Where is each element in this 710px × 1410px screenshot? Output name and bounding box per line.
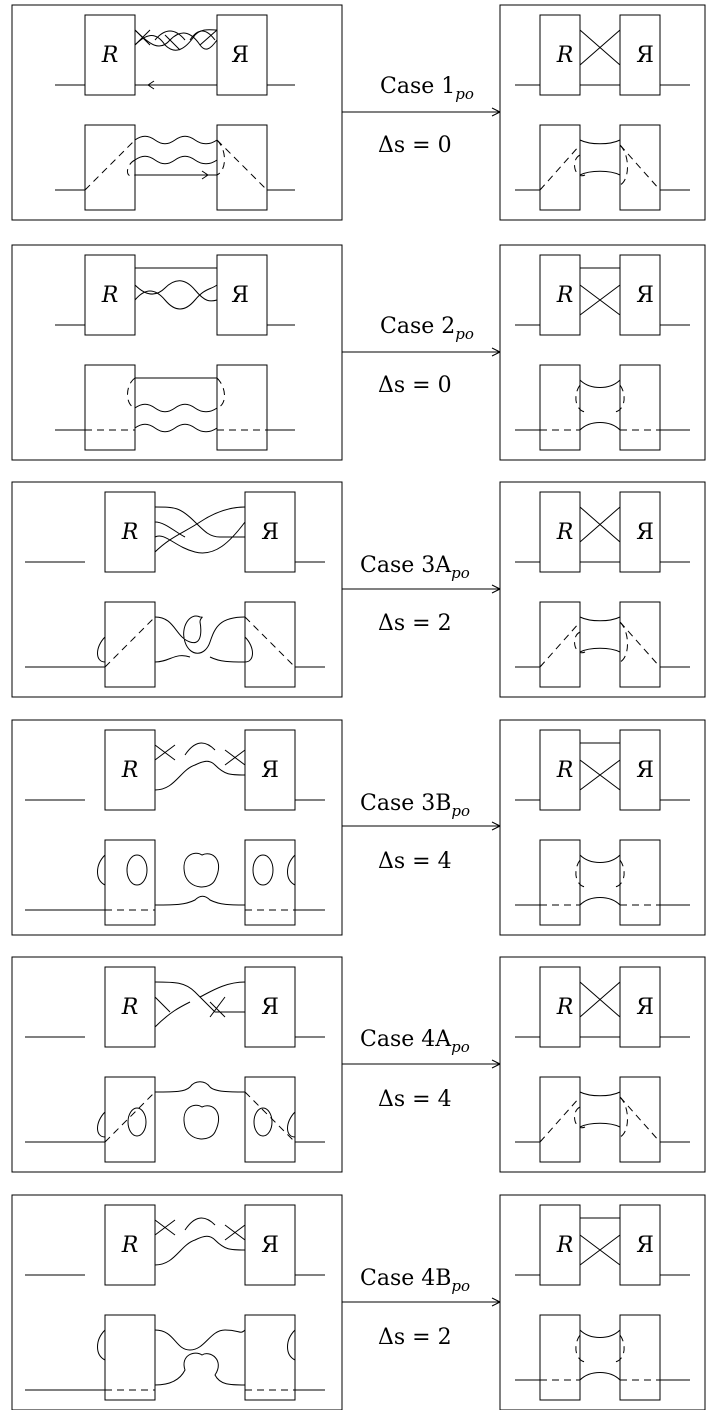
r-mirror-label: Я [636, 520, 654, 545]
case-subscript: po [455, 85, 474, 103]
svg-text:Case 3Bpo: Case 3Bpo [360, 791, 470, 820]
r-label: R [121, 758, 139, 783]
r-mirror-label: Я [636, 43, 654, 68]
r-mirror-box [216, 14, 268, 96]
delta-label: Δs = 0 [378, 373, 452, 398]
case-subscript: po [455, 325, 474, 343]
case-subscript: po [451, 1038, 470, 1056]
box-labels: R Я R Я R Я R Я R Я R Я R Я R Я R Я R Я R Я R Я [101, 43, 654, 1258]
r-mirror-label: Я [261, 995, 279, 1020]
case-subscript: po [451, 1277, 470, 1295]
case-subscript: po [451, 802, 470, 820]
r-mirror-label: Я [636, 758, 654, 783]
case-row-4: Case 3Bpo Δs = 4 [11, 719, 706, 936]
case-label: Case 4A [360, 1027, 452, 1052]
case-row-3: Case 3Apo Δs = 2 [11, 481, 706, 698]
case-label: Case 1 [380, 74, 455, 99]
r-label: R [556, 283, 574, 308]
delta-label: Δs = 4 [378, 1087, 452, 1112]
case-row-2: Case 2po Δs = 0 [11, 244, 706, 461]
r-mirror-label: Я [261, 758, 279, 783]
r-mirror-label: Я [636, 995, 654, 1020]
r-label: R [101, 283, 119, 308]
r-mirror-label: Я [636, 1233, 654, 1258]
r-mirror-label: Я [261, 1233, 279, 1258]
r-label: R [556, 758, 574, 783]
r-mirror-label: Я [636, 283, 654, 308]
r-label: R [121, 1233, 139, 1258]
svg-text:Case 2po: Case 2po [380, 314, 474, 343]
left-frame [11, 4, 343, 221]
r-label: R [556, 43, 574, 68]
right-frame [499, 4, 706, 221]
svg-text:Case 3Apo: Case 3Apo [360, 553, 470, 582]
case-label: Case 2 [380, 314, 455, 339]
case-row-1: Case 1po Δs = 0 [11, 4, 706, 221]
delta-label: Δs = 2 [378, 611, 452, 636]
r-label: R [101, 43, 119, 68]
case-label: Case 4B [360, 1266, 451, 1291]
left-frame [11, 244, 343, 461]
case-row-6: Case 4Bpo Δs = 2 [11, 1194, 706, 1410]
r-label: R [556, 995, 574, 1020]
r-label: R [556, 520, 574, 545]
svg-text:Case 4Bpo: Case 4Bpo [360, 1266, 470, 1295]
delta-label: Δs = 2 [378, 1325, 452, 1350]
r-box [84, 14, 136, 96]
r-mirror-label: Я [261, 520, 279, 545]
r-mirror-label: Я [231, 283, 249, 308]
case-label: Case 3A [360, 553, 452, 578]
r-label: R [556, 1233, 574, 1258]
svg-text:Case 4Apo: Case 4Apo [360, 1027, 470, 1056]
r-label: R [121, 995, 139, 1020]
case-row-5: Case 4Apo Δs = 4 [11, 956, 706, 1173]
r-mirror-label: Я [231, 43, 249, 68]
case-label: Case 3B [360, 791, 451, 816]
delta-label: Δs = 4 [378, 849, 452, 874]
r-label: R [121, 520, 139, 545]
delta-label: Δs = 0 [378, 133, 452, 158]
case-subscript: po [451, 564, 470, 582]
svg-text:Case 1po: Case 1po [380, 74, 474, 103]
